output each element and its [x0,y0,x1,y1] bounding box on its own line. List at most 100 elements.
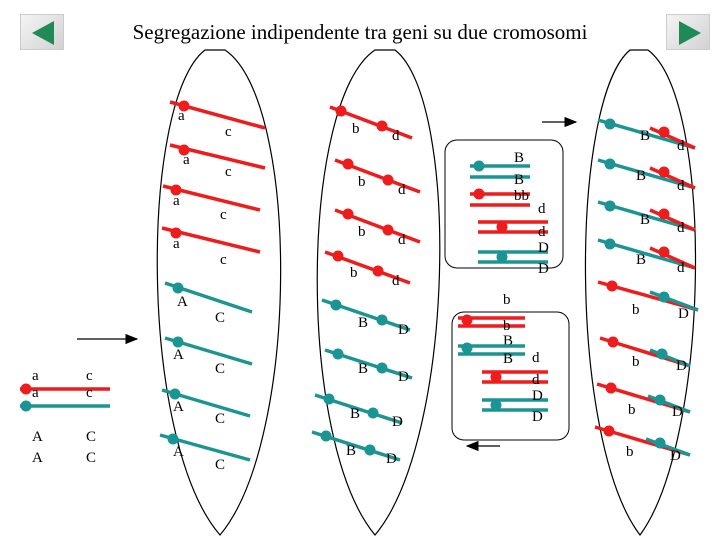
gene-label: b [632,354,640,370]
legend: a c a c A C A C [20,368,110,466]
chromosome-teal: B d [598,159,695,195]
gene-label: a [173,193,180,209]
gene-label: B [514,150,524,166]
gene-label: d [392,273,400,289]
chromosome-teal: A C [162,389,250,428]
gene-label: B [514,172,524,188]
chromosome-red: b D [598,281,698,323]
gene-label: d [398,232,406,248]
gene-label: D [398,322,409,338]
gene-label: D [670,448,681,464]
chromosome-teal: B D [312,431,400,468]
chromosome-red: a c [170,101,265,141]
chromosome-teal: A C [165,283,252,327]
chromosome-teal: B d [598,239,695,277]
gene-label: B [346,443,356,459]
gene-label: A [173,444,184,460]
chromosome-red: b D [597,383,690,421]
gene-label: B [640,128,650,144]
gene-label: C [215,361,225,377]
cell-4-chromosomes: B d B d B d B d [595,119,698,465]
chromosome-red: b d [335,209,420,249]
legend-label: C [86,429,96,445]
gene-label: d [392,128,400,144]
gene-label: c [225,124,232,140]
gene-label: D [398,369,409,385]
gene-label: B [640,212,650,228]
legend-label: A [32,450,43,466]
gene-label: d [538,224,546,240]
legend-label: a [32,368,39,384]
gene-label: b [358,224,366,240]
chromosome-teal: B d [598,119,695,155]
gene-label: c [225,164,232,180]
chromosome-red: b d [330,106,412,145]
gene-label: c [220,252,227,268]
gene-label: A [177,294,188,310]
legend-label: A [32,429,43,445]
gene-label: a [183,152,190,168]
chromosome-red: a c [162,228,260,269]
chromosome-red: b d [335,159,420,199]
gene-label: d [677,178,685,194]
gene-label: d [532,350,540,366]
gene-label: B [358,361,368,377]
gene-label: B [503,351,513,367]
gene-label: D [538,261,549,277]
gene-label: b [503,292,511,308]
cell-1-chromosomes: a c a c a c a c A C [160,101,265,474]
chromosome-red: a c [163,185,260,224]
gene-label: d [677,220,685,236]
gene-label: c [220,207,227,223]
legend-label: a [32,385,39,401]
legend-label: C [86,450,96,466]
gene-label: B [636,252,646,268]
gene-label: D [538,240,549,256]
legend-centromere-teal [21,401,32,412]
gene-label: D [672,404,683,420]
gene-label: a [178,108,185,124]
chromosome-teal: B d [598,201,695,237]
gene-label: D [392,414,403,430]
gene-label: C [215,310,225,326]
chromosome-teal: B D [322,300,410,339]
gene-label: b [632,302,640,318]
legend-centromere-red [21,384,32,395]
gene-label: D [386,451,397,467]
chromosome-red: b D [600,337,690,375]
gene-label: b [358,174,366,190]
gene-label: D [678,306,689,322]
gene-label: b [503,318,511,334]
gene-label: B [350,406,360,422]
chromosome-red: a c [170,145,265,181]
pairing-box-top-contents: B B bb d d D D [470,150,549,277]
gene-label: d [398,182,406,198]
gene-label: b [352,121,360,137]
gene-label: B [636,168,646,184]
gene-label: C [215,457,225,473]
chromosome-teal: B D [325,349,412,386]
gene-label: b [350,265,358,281]
gene-label: C [215,411,225,427]
gene-label: b [628,402,636,418]
gene-label: d [532,372,540,388]
chromosome-red: b d [325,251,410,290]
chromosome-teal: A C [160,434,250,474]
legend-label: c [86,385,93,401]
gene-label: b [626,444,634,460]
gene-label: D [532,388,543,404]
gene-label: A [173,347,184,363]
gene-label: A [173,399,184,415]
gene-label: D [676,358,687,374]
legend-label: c [86,368,93,384]
gene-label: d [677,138,685,154]
gene-label: d [677,260,685,276]
gene-label: d [538,201,546,217]
gene-label: a [173,236,180,252]
chromosome-teal: A C [165,337,252,378]
gene-label: bb [514,188,529,204]
gene-label: D [532,409,543,425]
pairing-box-bottom [452,312,569,440]
gene-label: B [358,315,368,331]
